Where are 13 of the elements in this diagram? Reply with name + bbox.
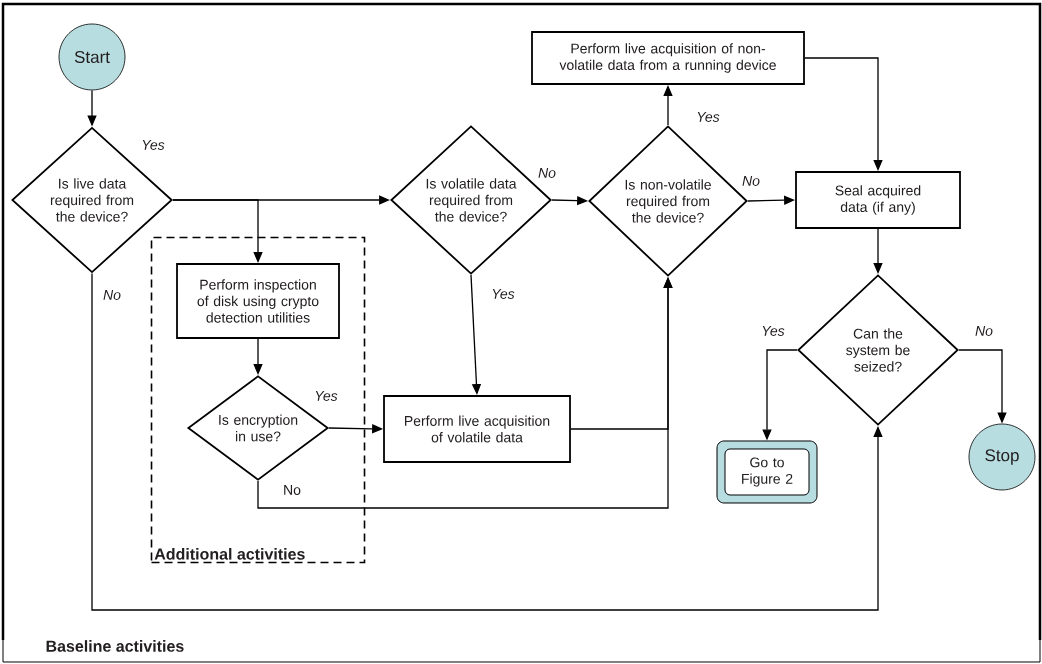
edge-label: No [282,484,302,496]
edge-label: No [102,289,122,301]
process-box: Perform live acquisition of volatile data [383,395,571,463]
process-box: Perform inspection of disk using crypto detection utilities [176,263,340,339]
edge-label: Yes [760,325,786,337]
connector-box: Go to Figure 2 [716,440,818,504]
edge-label: Yes [695,111,721,123]
edge-label: Yes [490,288,516,300]
arrow [91,272,883,611]
process-box: Perform live acquisition of non-volatile data from a running device [531,31,805,85]
edge-label: No [974,325,994,337]
process-box: Seal acquired data (if any) [795,171,961,229]
edge-label: Yes [140,139,166,151]
